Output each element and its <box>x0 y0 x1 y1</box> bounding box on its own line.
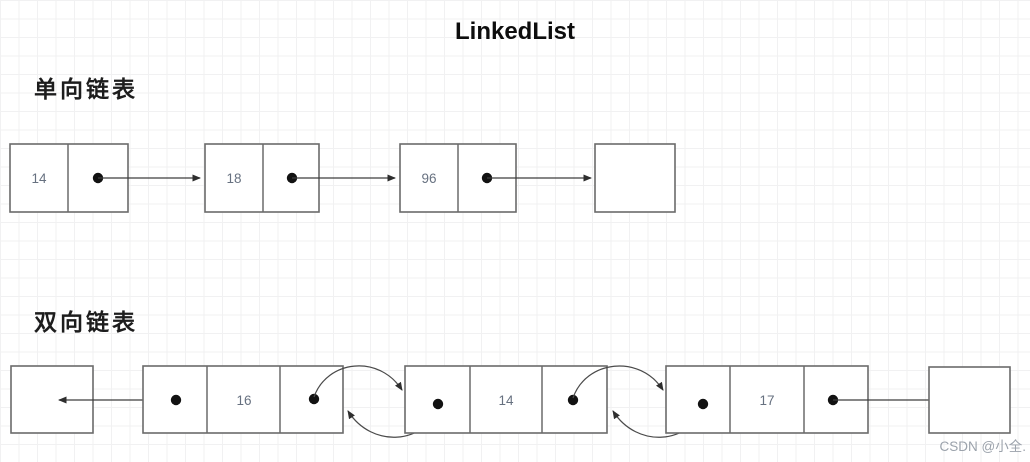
pointer-dot <box>697 398 709 410</box>
doubly-linked-list-section: 双向链表 16 14 <box>10 309 1011 438</box>
singly-list-section-label: 单向链表 <box>34 76 138 102</box>
pointer-dot <box>308 393 320 405</box>
singly-linked-list-section: 单向链表 14 18 96 <box>9 76 676 213</box>
null-node-box <box>594 143 676 213</box>
next-pointer-arc <box>572 365 664 399</box>
watermark: CSDN @小全. <box>940 438 1026 454</box>
list-node: 16 <box>142 365 344 434</box>
node-value: 16 <box>236 393 251 408</box>
pointer-dot <box>170 394 182 406</box>
node-value: 17 <box>759 393 774 408</box>
next-pointer-arc <box>313 365 403 398</box>
node-value: 14 <box>31 171 47 186</box>
pointer-dot <box>567 394 579 406</box>
page-title: LinkedList <box>455 18 575 45</box>
pointer-dot <box>432 398 444 410</box>
node-value: 14 <box>498 393 514 408</box>
list-node: 14 <box>404 365 608 434</box>
null-node-box <box>928 366 1011 434</box>
node-value: 96 <box>421 171 436 186</box>
doubly-list-section-label: 双向链表 <box>34 309 138 335</box>
node-value: 18 <box>226 171 241 186</box>
